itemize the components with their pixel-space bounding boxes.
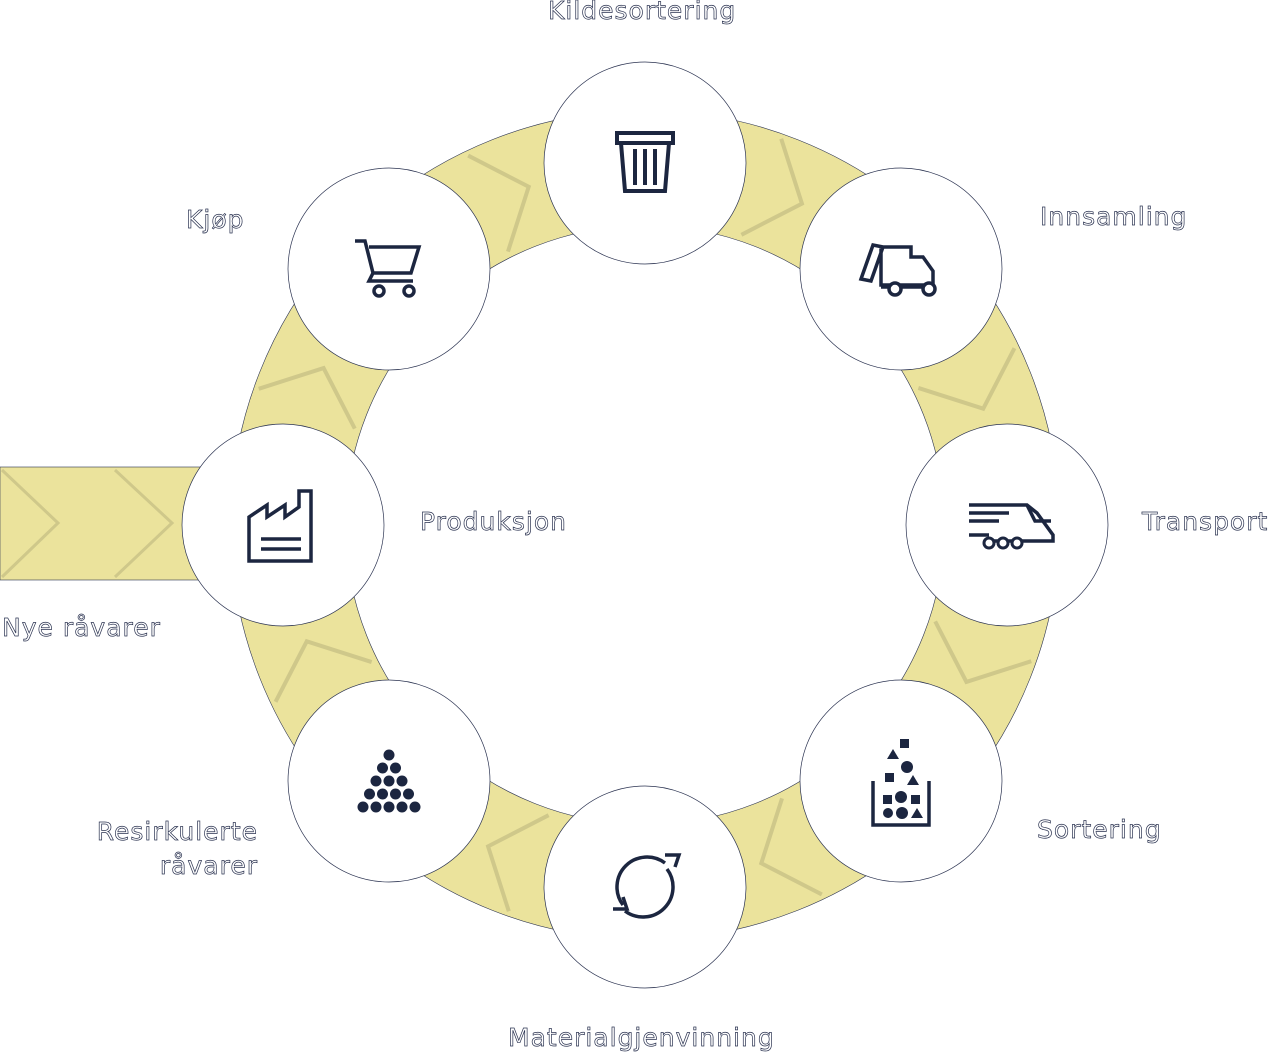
step-circle (905, 423, 1109, 627)
trash-bin-icon (615, 131, 675, 193)
step-node (287, 167, 491, 371)
step-node (799, 167, 1003, 371)
step-node (905, 423, 1109, 627)
step-node (543, 61, 747, 265)
step-circle (181, 423, 385, 627)
step-circle (543, 785, 747, 989)
factory-icon (247, 489, 313, 563)
garbage-truck-icon (858, 242, 937, 297)
label-transport: Transport (1142, 507, 1269, 537)
label-sortering: Sortering (1037, 815, 1162, 845)
chevron-mark (467, 153, 532, 253)
chevron-mark (273, 638, 373, 703)
label-resirkulerte-ravarer: Resirkulerte råvarer (96, 817, 258, 880)
label-kildesortering: Kildesortering (548, 0, 737, 25)
pellets-pile-icon (357, 749, 421, 813)
step-circle (799, 679, 1003, 883)
chevron-mark (933, 620, 1032, 685)
chevron-mark (917, 347, 1017, 412)
train-icon (969, 503, 1055, 550)
label-produksjon: Produksjon (420, 507, 567, 537)
step-node (799, 679, 1003, 883)
shopping-cart-icon (355, 239, 422, 298)
recycle-arrows-icon (613, 853, 682, 919)
step-circle (799, 167, 1003, 371)
step-node (543, 785, 747, 989)
step-node (181, 423, 385, 627)
label-innsamling: Innsamling (1040, 202, 1188, 232)
chevron-mark (740, 138, 805, 237)
label-materialgjenvinning: Materialgjenvinning (508, 1023, 775, 1053)
chevron-mark (758, 797, 823, 897)
chevron-mark (258, 365, 357, 430)
chevron-mark (485, 813, 550, 912)
sorting-shapes-icon (871, 739, 931, 827)
label-nye-ravarer: Nye råvarer (2, 613, 161, 643)
ring-chevrons (258, 138, 1032, 912)
step-node (287, 679, 491, 883)
step-circle (287, 167, 491, 371)
label-kjop: Kjøp (186, 205, 245, 235)
inflow-arrow-bar (0, 466, 211, 581)
